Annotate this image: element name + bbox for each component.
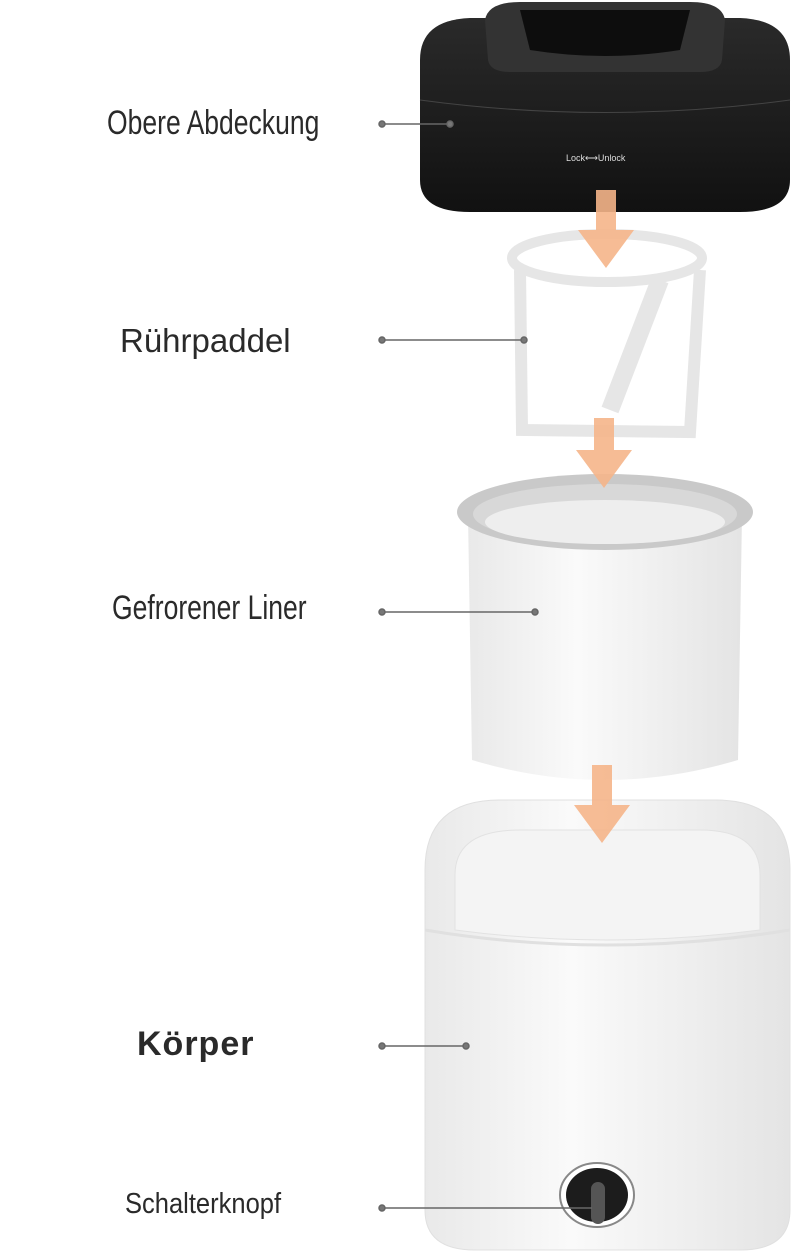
label-body: Körper [137, 1025, 255, 1063]
arrow-down-2 [576, 418, 632, 488]
label-stirring-paddle: Rührpaddel [120, 322, 291, 359]
leader-lines [378, 120, 592, 1212]
lock-unlock-marking: Lock⟷Unlock [566, 153, 626, 163]
arrow-down-3 [574, 765, 630, 843]
frozen-liner [457, 474, 753, 780]
label-top-cover: Obere Abdeckung [107, 104, 320, 142]
machine-body [424, 799, 791, 1251]
top-cover [419, 2, 791, 212]
label-switch-knob: Schalterknopf [125, 1188, 282, 1220]
assembly-arrows [574, 190, 634, 843]
label-frozen-liner: Gefrorener Liner [112, 589, 307, 627]
arrow-down-1 [578, 190, 634, 268]
switch-knob [559, 1162, 635, 1228]
